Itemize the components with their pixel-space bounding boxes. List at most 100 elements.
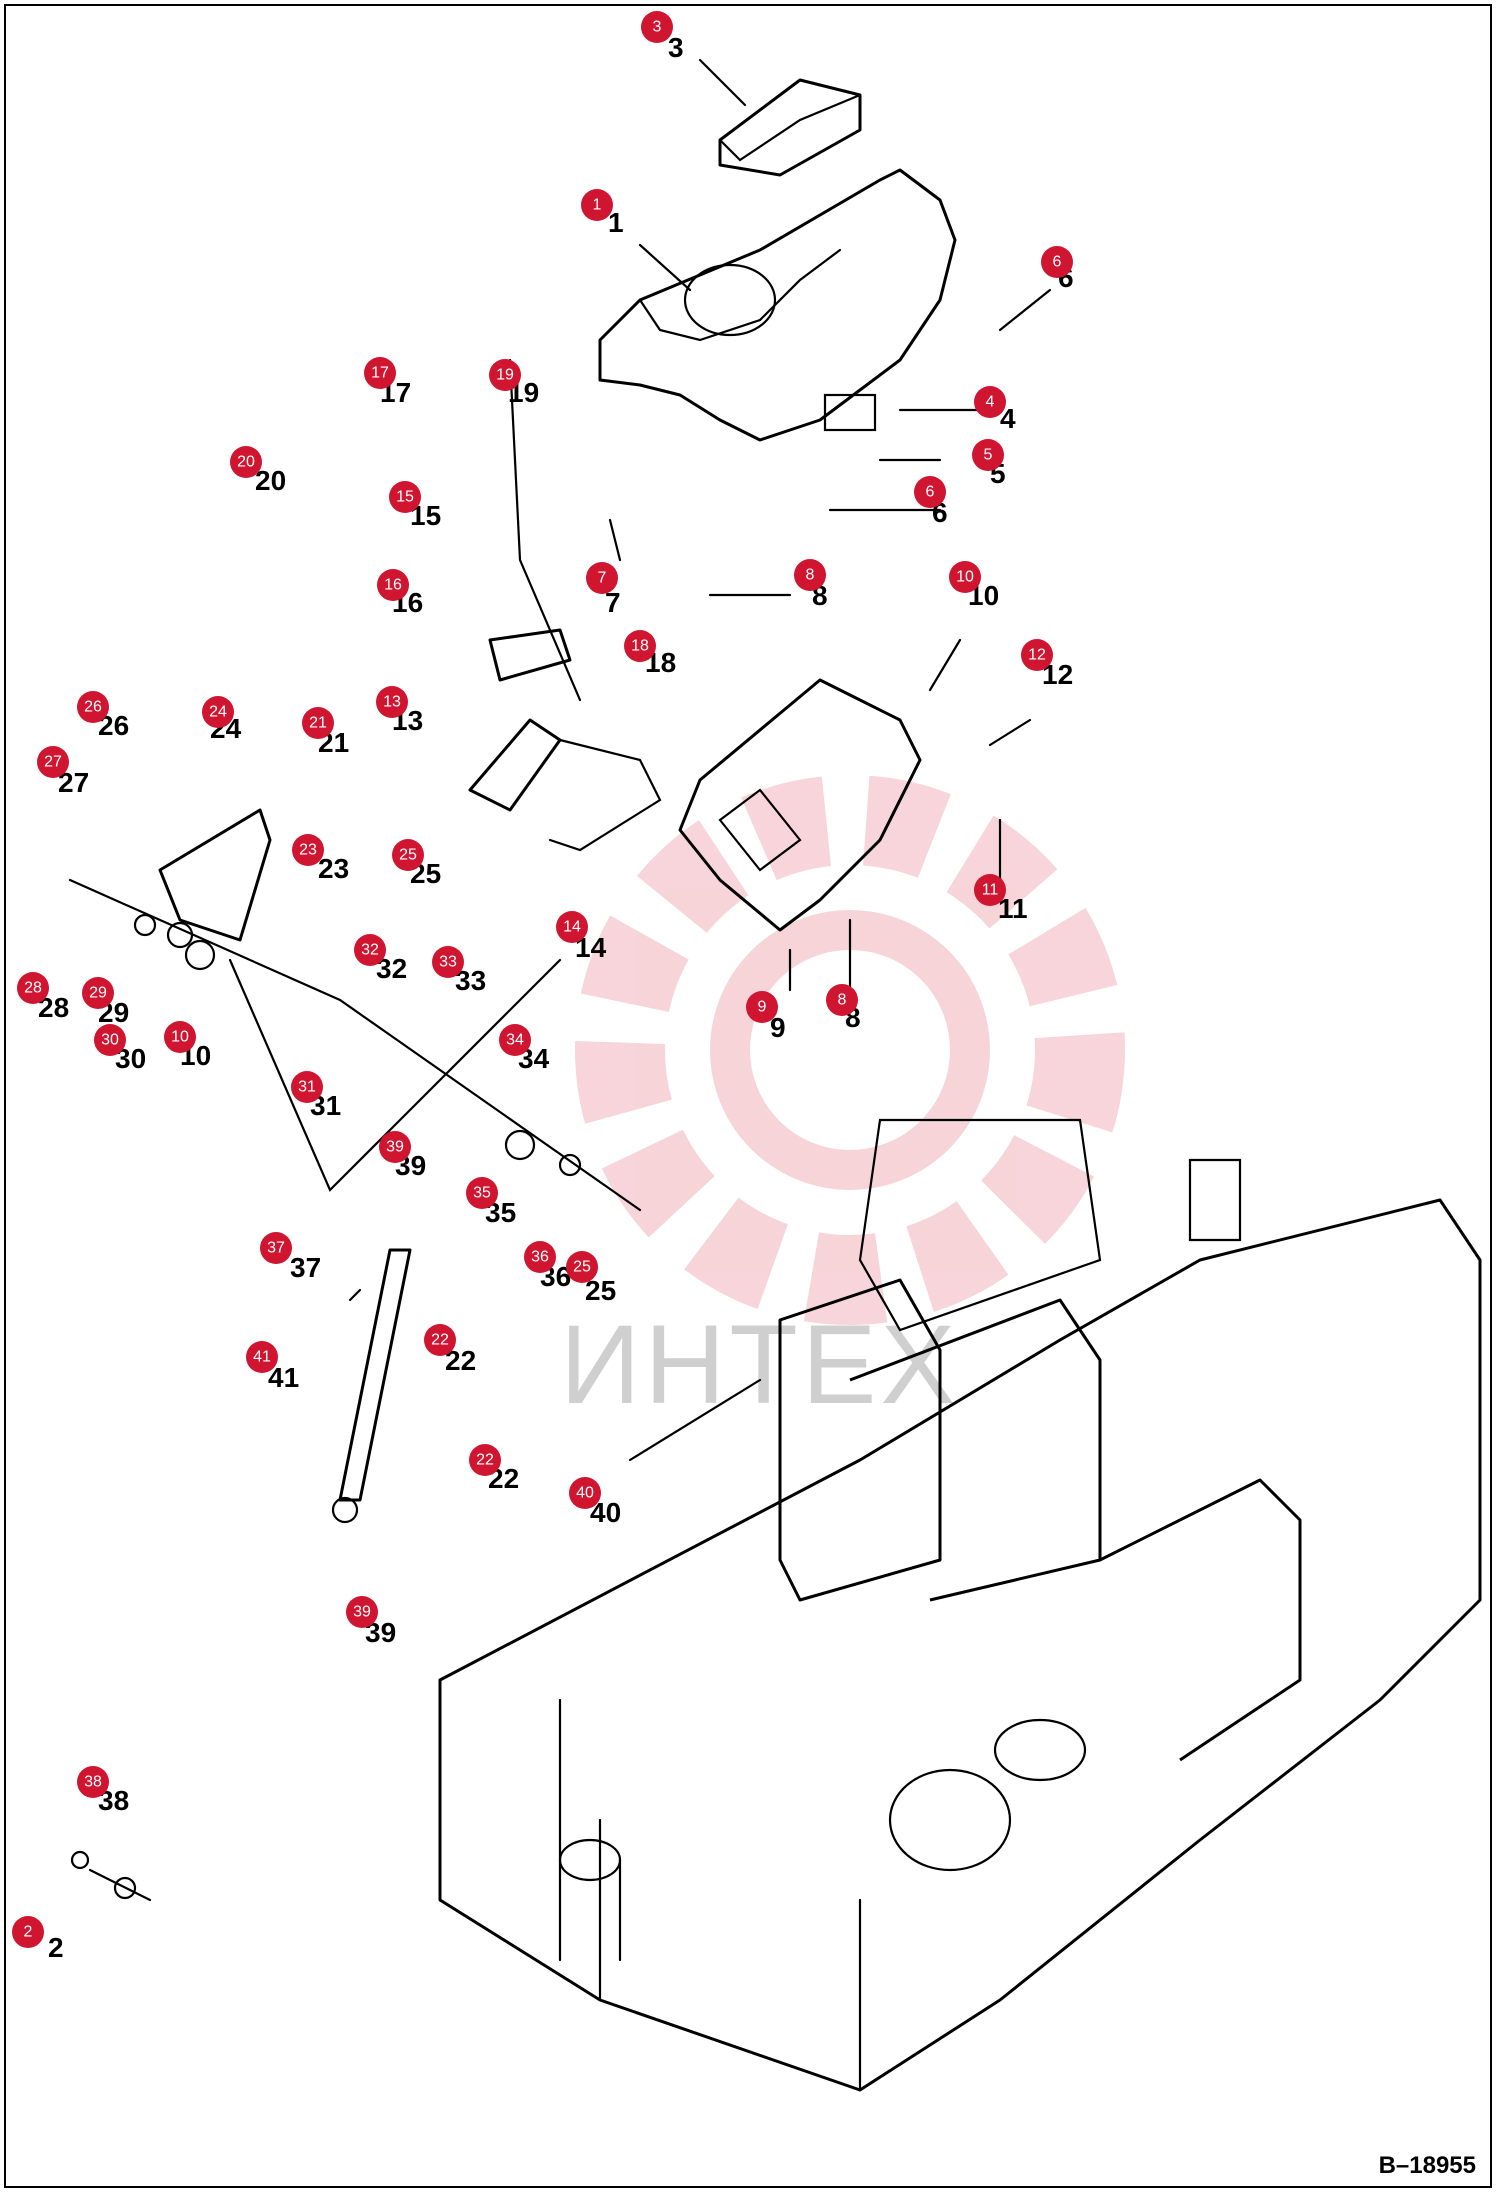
callout-circle [499, 1024, 531, 1056]
callout-c40: 40 [569, 1477, 601, 1509]
callout-c5: 5 [972, 439, 1004, 471]
callout-circle [354, 934, 386, 966]
callout-label: 41 [253, 1349, 271, 1366]
callout-c6b: 6 [914, 476, 946, 508]
callout-label: 12 [1028, 647, 1046, 664]
callout-label: 15 [396, 489, 414, 506]
callout-circle [489, 359, 521, 391]
callout-circle [77, 691, 109, 723]
part-number: 1 [608, 207, 624, 238]
callout-label: 40 [576, 1485, 594, 1502]
callout-circle [972, 439, 1004, 471]
callout-c18: 18 [624, 630, 656, 662]
part-number: 2 [48, 1932, 64, 1963]
callout-label: 31 [298, 1079, 316, 1096]
callout-label: 22 [431, 1332, 449, 1349]
callout-c22a: 22 [424, 1324, 456, 1356]
callout-c30: 30 [94, 1024, 126, 1056]
leader-lines [348, 58, 1052, 1462]
callout-label: 16 [384, 577, 402, 594]
callout-circle [524, 1241, 556, 1273]
callout-c22b: 22 [469, 1444, 501, 1476]
part-number: 7 [605, 587, 621, 618]
callout-c25b: 25 [566, 1251, 598, 1283]
callout-circle [556, 911, 588, 943]
callout-circle [37, 746, 69, 778]
callout-c38: 38 [77, 1766, 109, 1798]
callout-c24: 24 [202, 696, 234, 728]
callout-circle [581, 189, 613, 221]
callout-label: 37 [267, 1240, 285, 1257]
callout-c34: 34 [499, 1024, 531, 1056]
callout-label: 19 [496, 367, 514, 384]
callout-circle [392, 839, 424, 871]
callout-circle [12, 1916, 44, 1948]
callout-circle [746, 991, 778, 1023]
callout-circle [17, 972, 49, 1004]
callout-label: 8 [806, 567, 815, 584]
callout-c9: 9 [746, 991, 778, 1023]
callout-c3: 3 [641, 11, 673, 43]
callout-label: 33 [439, 954, 457, 971]
callout-circle [1021, 639, 1053, 671]
callout-circle [246, 1341, 278, 1373]
callout-circle [794, 559, 826, 591]
callout-c31: 31 [291, 1071, 323, 1103]
callout-circle [469, 1444, 501, 1476]
callout-label: 27 [44, 754, 62, 771]
callout-c33: 33 [432, 946, 464, 978]
callout-label: 6 [926, 484, 935, 501]
machine-frame [438, 1118, 1482, 2092]
callout-c23: 23 [292, 834, 324, 866]
callout-label: 10 [171, 1029, 189, 1046]
callout-c4: 4 [974, 386, 1006, 418]
callout-c41: 41 [246, 1341, 278, 1373]
callout-label: 11 [982, 882, 999, 899]
callout-c10b: 10 [164, 1021, 196, 1053]
callout-label: 8 [838, 992, 847, 1009]
callout-circle [230, 446, 262, 478]
control-bracket [678, 678, 922, 932]
callout-c21: 21 [302, 707, 334, 739]
callout-circle [949, 561, 981, 593]
callout-circle [260, 1232, 292, 1264]
callout-c2: 2 [12, 1916, 44, 1948]
callout-label: 2 [24, 1924, 33, 1941]
callout-label: 18 [631, 638, 649, 655]
callout-label: 26 [84, 699, 102, 716]
part-number: 4 [1000, 403, 1016, 434]
callout-circle [77, 1766, 109, 1798]
callout-c25a: 25 [392, 839, 424, 871]
part-number: 9 [770, 1012, 786, 1043]
callout-label: 14 [563, 919, 581, 936]
callout-c32: 32 [354, 934, 386, 966]
drawing-number: B–18955 [1378, 2152, 1476, 2179]
callout-label: 39 [386, 1139, 404, 1156]
callout-circle [94, 1024, 126, 1056]
callout-c12: 12 [1021, 639, 1053, 671]
callout-c35: 35 [466, 1177, 498, 1209]
callout-c26: 26 [77, 691, 109, 723]
callout-label: 13 [383, 694, 401, 711]
callout-label: 23 [299, 842, 317, 859]
callout-label: 29 [89, 985, 107, 1002]
diagram-frame [4, 4, 1492, 2188]
callout-circle [364, 357, 396, 389]
callout-label: 34 [506, 1032, 524, 1049]
callout-label: 21 [309, 715, 327, 732]
callout-circle [826, 984, 858, 1016]
callout-circle [164, 1021, 196, 1053]
part-number: 3 [668, 32, 684, 63]
callout-label: 10 [956, 569, 974, 586]
callout-c8b: 8 [826, 984, 858, 1016]
callout-circle [302, 707, 334, 739]
callout-circle [1041, 246, 1073, 278]
callout-c39b: 39 [346, 1596, 378, 1628]
callout-label: 36 [531, 1249, 549, 1266]
callout-label: 5 [984, 447, 993, 464]
callout-c39a: 39 [379, 1131, 411, 1163]
callout-label: 38 [84, 1774, 102, 1791]
callout-label: 35 [473, 1185, 491, 1202]
callout-label: 39 [353, 1604, 371, 1621]
